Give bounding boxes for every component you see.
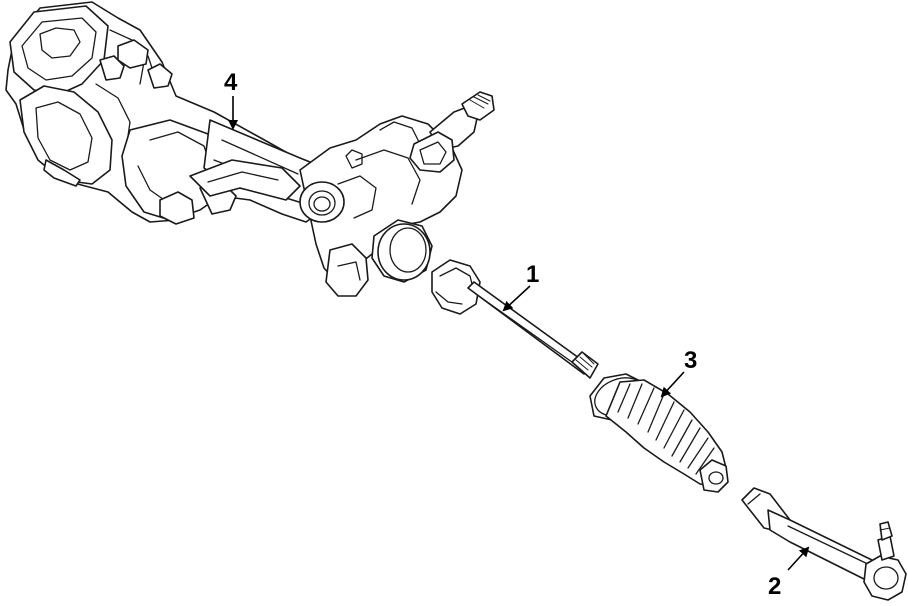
steering-gear-assembly bbox=[5, 1, 495, 297]
callout-4: 4 bbox=[224, 69, 238, 130]
callout-label-2: 2 bbox=[768, 573, 781, 600]
leader-line-3 bbox=[660, 371, 685, 398]
inner-tie-rod bbox=[431, 259, 599, 379]
rack-boot bbox=[589, 373, 729, 493]
leader-line-1 bbox=[502, 285, 531, 312]
callout-label-1: 1 bbox=[526, 261, 539, 288]
callout-label-4: 4 bbox=[224, 69, 238, 96]
leader-line-2 bbox=[787, 546, 810, 571]
outer-tie-rod-end bbox=[741, 487, 907, 601]
callout-label-3: 3 bbox=[684, 347, 697, 374]
callout-2: 2 bbox=[768, 546, 810, 600]
callout-1: 1 bbox=[502, 261, 539, 312]
callout-3: 3 bbox=[660, 347, 697, 398]
